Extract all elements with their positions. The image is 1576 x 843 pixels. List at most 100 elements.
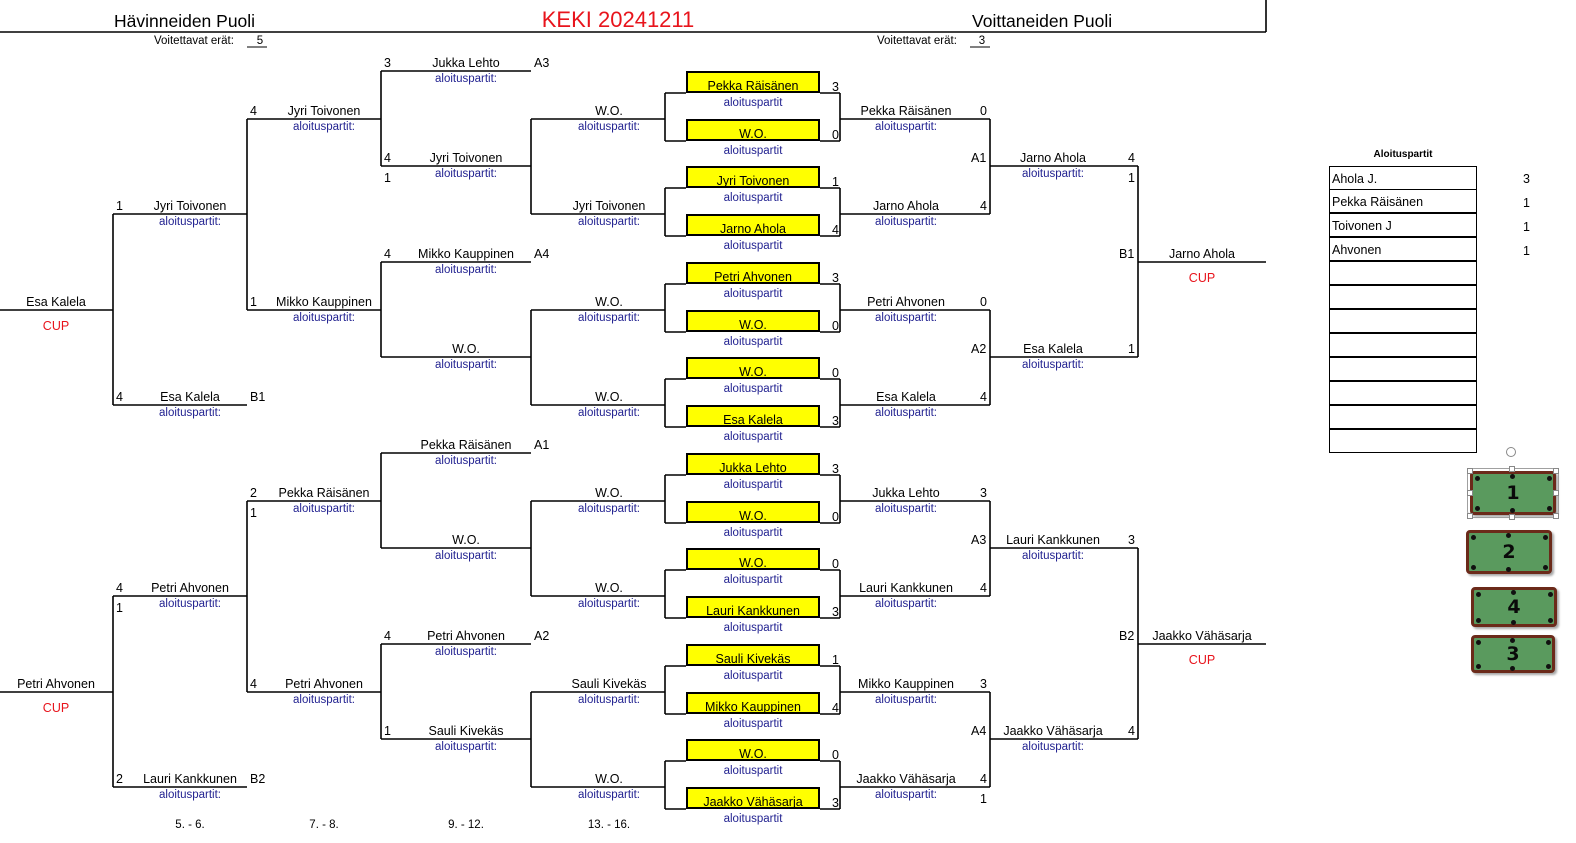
player-name[interactable]: Lauri Kankkunen — [1006, 533, 1100, 547]
score[interactable]: 0 — [832, 510, 839, 524]
score[interactable]: 0 — [980, 104, 987, 118]
score[interactable]: 3 — [832, 605, 839, 619]
losers-sets-value[interactable]: 5 — [256, 35, 264, 47]
score[interactable]: 1 — [116, 199, 123, 213]
score[interactable]: 2 — [116, 772, 123, 786]
player-name[interactable]: Pekka Räisänen — [860, 104, 952, 118]
match-player-box[interactable] — [686, 644, 820, 666]
player-name[interactable]: W.O. — [595, 295, 623, 309]
winner-final-name[interactable]: Jaakko Vähäsarja — [1152, 629, 1252, 643]
score[interactable]: 0 — [832, 128, 839, 142]
player-name[interactable]: Jyri Toivonen — [153, 199, 227, 213]
player-name[interactable]: Petri Ahvonen — [151, 581, 229, 595]
aloitus-row[interactable] — [1329, 261, 1477, 285]
score[interactable]: 4 — [832, 701, 839, 715]
match-player-name[interactable]: W.O. — [739, 509, 767, 523]
score[interactable]: 1 — [250, 295, 257, 309]
player-name[interactable]: Jyri Toivonen — [429, 151, 503, 165]
match-player-name[interactable]: Pekka Räisänen — [707, 79, 799, 93]
match-player-box[interactable] — [686, 262, 820, 284]
aloitus-row[interactable] — [1329, 357, 1477, 381]
score[interactable]: 0 — [832, 748, 839, 762]
score[interactable]: 4 — [980, 199, 987, 213]
score[interactable]: 1 — [1128, 171, 1135, 185]
match-player-box[interactable] — [686, 405, 820, 427]
score[interactable]: 3 — [1128, 533, 1135, 547]
score[interactable]: 4 — [1128, 151, 1135, 165]
match-player-name[interactable]: Petri Ahvonen — [714, 270, 792, 284]
resize-handle[interactable] — [1467, 468, 1473, 474]
aloitus-row[interactable]: Ahola J. — [1329, 166, 1477, 190]
player-name[interactable]: Jaakko Vähäsarja — [1003, 724, 1103, 738]
score[interactable]: 2 — [250, 486, 257, 500]
score[interactable]: 4 — [980, 390, 987, 404]
aloitus-row[interactable]: Toivonen J — [1329, 213, 1477, 237]
score[interactable]: 0 — [832, 319, 839, 333]
player-name[interactable]: Mikko Kauppinen — [276, 295, 372, 309]
match-player-name[interactable]: Jarno Ahola — [719, 222, 787, 236]
score[interactable]: 1 — [384, 724, 391, 738]
player-name[interactable]: W.O. — [452, 533, 480, 547]
score[interactable]: 3 — [832, 796, 839, 810]
player-name[interactable]: Esa Kalela — [160, 390, 220, 404]
aloitus-row[interactable] — [1329, 309, 1477, 333]
score[interactable]: 1 — [980, 792, 987, 806]
aloitus-row[interactable]: Ahvonen — [1329, 237, 1477, 261]
match-player-name[interactable]: W.O. — [739, 318, 767, 332]
player-name[interactable]: Petri Ahvonen — [285, 677, 363, 691]
score[interactable]: 3 — [980, 677, 987, 691]
pool-table-4-button[interactable]: 4 — [1471, 587, 1557, 627]
score[interactable]: 3 — [980, 486, 987, 500]
player-name[interactable]: W.O. — [595, 772, 623, 786]
score[interactable]: 4 — [250, 104, 257, 118]
aloitus-row[interactable] — [1329, 429, 1477, 453]
match-player-box[interactable] — [686, 119, 820, 141]
match-player-name[interactable]: Jaakko Vähäsarja — [703, 795, 803, 809]
score[interactable]: 0 — [980, 295, 987, 309]
score[interactable]: 3 — [384, 56, 391, 70]
score[interactable]: 4 — [384, 629, 391, 643]
match-player-box[interactable] — [686, 596, 820, 618]
score[interactable]: 1 — [832, 653, 839, 667]
player-name[interactable]: W.O. — [452, 342, 480, 356]
aloitus-row[interactable]: Pekka Räisänen — [1329, 189, 1477, 213]
score[interactable]: 0 — [832, 366, 839, 380]
score[interactable]: 1 — [116, 601, 123, 615]
player-name[interactable]: W.O. — [595, 390, 623, 404]
player-name[interactable]: Jyri Toivonen — [572, 199, 646, 213]
score[interactable]: 0 — [832, 557, 839, 571]
pool-table-3-button[interactable]: 3 — [1471, 635, 1555, 673]
match-player-name[interactable]: Lauri Kankkunen — [706, 604, 800, 618]
resize-handle[interactable] — [1553, 490, 1559, 496]
winners-sets-value[interactable]: 3 — [978, 35, 986, 47]
match-player-box[interactable] — [686, 548, 820, 570]
match-player-name[interactable]: W.O. — [739, 556, 767, 570]
rotate-handle-icon[interactable] — [1506, 447, 1516, 457]
score[interactable]: 4 — [832, 223, 839, 237]
resize-handle[interactable] — [1553, 468, 1559, 474]
match-player-box[interactable] — [686, 739, 820, 761]
player-name[interactable]: Jarno Ahola — [872, 199, 940, 213]
resize-handle[interactable] — [1509, 466, 1515, 472]
player-name[interactable]: W.O. — [595, 581, 623, 595]
player-name[interactable]: Esa Kalela — [876, 390, 936, 404]
match-player-box[interactable] — [686, 357, 820, 379]
winner-final-name[interactable]: Jarno Ahola — [1168, 247, 1236, 261]
loser-final-name[interactable]: Petri Ahvonen — [17, 677, 95, 691]
match-player-name[interactable]: W.O. — [739, 747, 767, 761]
match-player-name[interactable]: Sauli Kivekäs — [715, 652, 791, 666]
score[interactable]: 1 — [384, 171, 391, 185]
player-name[interactable]: Jarno Ahola — [1019, 151, 1087, 165]
match-player-box[interactable] — [686, 501, 820, 523]
player-name[interactable]: Jyri Toivonen — [287, 104, 361, 118]
match-player-box[interactable] — [686, 214, 820, 236]
match-player-box[interactable] — [686, 787, 820, 809]
pool-table-2-button[interactable]: 2 — [1466, 530, 1552, 574]
match-player-box[interactable] — [686, 692, 820, 714]
match-player-name[interactable]: W.O. — [739, 127, 767, 141]
match-player-box[interactable] — [686, 310, 820, 332]
match-player-box[interactable] — [686, 166, 820, 188]
player-name[interactable]: Mikko Kauppinen — [418, 247, 514, 261]
player-name[interactable]: Jukka Lehto — [872, 486, 940, 500]
match-player-name[interactable]: Esa Kalela — [723, 413, 783, 427]
